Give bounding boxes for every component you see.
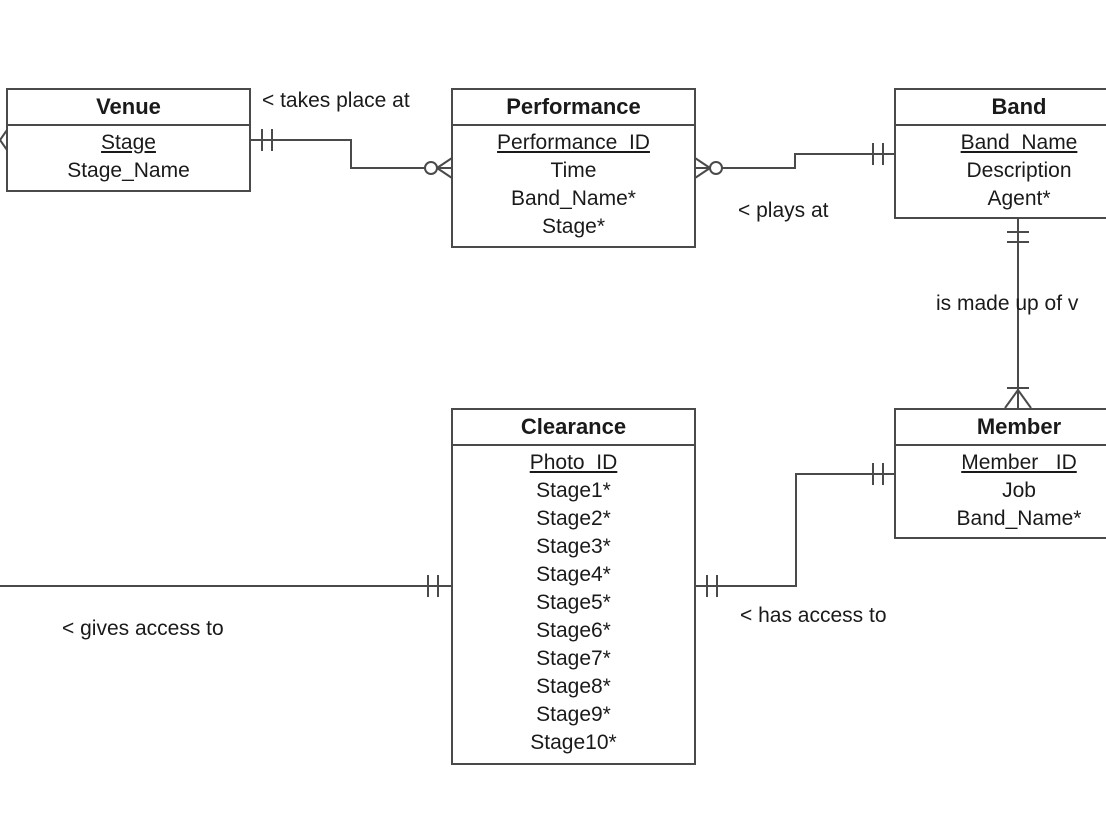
- performance-zero-mark-2: [709, 161, 723, 175]
- label-gives-access-to: < gives access to: [62, 617, 224, 640]
- venue-attributes: Stage Stage_Name: [8, 126, 249, 185]
- venue-offscreen-crow-b: [0, 139, 8, 151]
- clearance-attr-stage3: Stage3*: [536, 535, 611, 558]
- clearance-attr-stage2: Stage2*: [536, 507, 611, 530]
- clearance-attr-stage4: Stage4*: [536, 563, 611, 586]
- member-attr-job: Job: [1002, 479, 1036, 502]
- venue-title: Venue: [8, 90, 249, 126]
- performance-crow-foot-c: [694, 157, 711, 169]
- member-attr-band-name: Band_Name*: [956, 507, 1082, 530]
- venue-attr-stage: Stage: [101, 131, 156, 154]
- member-attributes: Member _ID Job Band_Name*: [896, 446, 1106, 533]
- venue-entity: Venue Stage Stage_Name: [6, 88, 251, 192]
- venue-attr-stage-name: Stage_Name: [67, 159, 190, 182]
- member-title: Member: [896, 410, 1106, 446]
- band-attributes: Band_Name Description Agent*: [896, 126, 1106, 213]
- member-crow-foot-a: [1004, 389, 1019, 409]
- clearance-attr-stage9: Stage9*: [536, 703, 611, 726]
- clearance-attr-stage1: Stage1*: [536, 479, 611, 502]
- clearance-entity: Clearance Photo_ID Stage1* Stage2* Stage…: [451, 408, 696, 765]
- band-attr-description: Description: [966, 159, 1072, 182]
- performance-attr-band-name: Band_Name*: [511, 187, 636, 210]
- clearance-title: Clearance: [453, 410, 694, 446]
- label-takes-place-at: < takes place at: [262, 89, 410, 112]
- performance-title: Performance: [453, 90, 694, 126]
- band-title: Band: [896, 90, 1106, 126]
- clearance-attr-stage10: Stage10*: [530, 731, 617, 754]
- performance-crow-foot-d: [694, 167, 711, 179]
- venue-performance-line: [250, 139, 452, 169]
- performance-zero-mark: [424, 161, 438, 175]
- band-attr-band-name: Band_Name: [960, 131, 1078, 154]
- performance-attributes: Performance_ID Time Band_Name* Stage*: [453, 126, 694, 241]
- performance-crow-foot-a: [436, 157, 453, 169]
- band-entity: Band Band_Name Description Agent*: [894, 88, 1106, 219]
- clearance-attr-photo-id: Photo_ID: [529, 451, 618, 474]
- member-attr-member-id: Member _ID: [961, 451, 1077, 474]
- clearance-attributes: Photo_ID Stage1* Stage2* Stage3* Stage4*…: [453, 446, 694, 757]
- band-attr-agent: Agent*: [987, 187, 1051, 210]
- performance-attr-stage: Stage*: [541, 215, 606, 238]
- clearance-attr-stage7: Stage7*: [536, 647, 611, 670]
- clearance-attr-stage6: Stage6*: [536, 619, 611, 642]
- label-is-made-up-of: is made up of v: [936, 292, 1079, 315]
- clearance-attr-stage8: Stage8*: [536, 675, 611, 698]
- label-plays-at: < plays at: [738, 199, 829, 222]
- clearance-attr-stage5: Stage5*: [536, 591, 611, 614]
- member-entity: Member Member _ID Job Band_Name*: [894, 408, 1106, 539]
- venue-offscreen-crow-a: [0, 129, 8, 141]
- performance-band-line: [695, 153, 895, 169]
- performance-attr-time: Time: [550, 159, 597, 182]
- performance-crow-foot-b: [436, 167, 453, 179]
- performance-entity: Performance Performance_ID Time Band_Nam…: [451, 88, 696, 248]
- member-crow-foot-b: [1017, 389, 1032, 409]
- clearance-member-line: [695, 473, 895, 587]
- label-has-access-to: < has access to: [740, 604, 887, 627]
- performance-attr-id: Performance_ID: [497, 131, 650, 154]
